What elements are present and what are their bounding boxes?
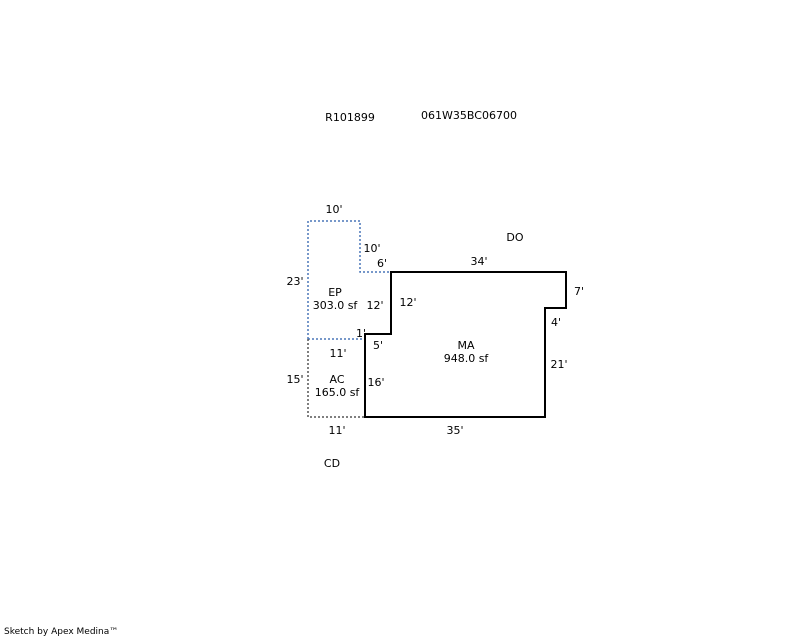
- dim-ep-left: 23': [286, 275, 304, 288]
- map-tax-lot: 061W35BC06700: [421, 109, 517, 122]
- area-ac-size: 165.0 sf: [314, 386, 360, 399]
- area-ac-label: AC 165.0 sf: [315, 373, 360, 399]
- ma-outline: [364, 271, 567, 418]
- sketch-credit: Sketch by Apex Medina™: [4, 627, 119, 637]
- dim-ma-right-upper: 7': [573, 285, 585, 298]
- dim-ep-top: 10': [325, 203, 343, 216]
- dim-ep-notch-vertical: 10': [363, 242, 381, 255]
- dim-ma-right-lower: 21': [550, 358, 568, 371]
- code-do: DO: [506, 231, 524, 244]
- area-ma-label: MA 948.0 sf: [444, 339, 489, 365]
- area-ac-code: AC: [329, 373, 345, 386]
- dim-ep-notch-horizontal: 6': [376, 257, 388, 270]
- dim-ac-top: 11': [329, 347, 347, 360]
- dim-ma-bottom: 35': [446, 424, 464, 437]
- dim-ep-bottom: 1': [355, 327, 367, 340]
- dim-ma-left-upper: 12': [399, 296, 417, 309]
- dim-ac-bottom: 11': [328, 424, 346, 437]
- ep-outline: [307, 220, 391, 339]
- area-ep-label: EP 303.0 sf: [313, 286, 358, 312]
- account-id: R101899: [325, 111, 375, 124]
- area-ep-size: 303.0 sf: [312, 299, 358, 312]
- dim-ma-left-lower: 16': [367, 376, 385, 389]
- dim-ma-left-step: 5': [372, 339, 384, 352]
- area-ep-code: EP: [328, 286, 342, 299]
- dim-ep-right: 12': [366, 299, 384, 312]
- dim-ma-step: 4': [550, 316, 562, 329]
- code-cd: CD: [323, 457, 341, 470]
- ac-outline: [307, 339, 365, 418]
- area-ma-code: MA: [457, 339, 475, 352]
- dim-ma-top: 34': [470, 255, 488, 268]
- area-ma-size: 948.0 sf: [443, 352, 489, 365]
- dim-ac-left: 15': [286, 373, 304, 386]
